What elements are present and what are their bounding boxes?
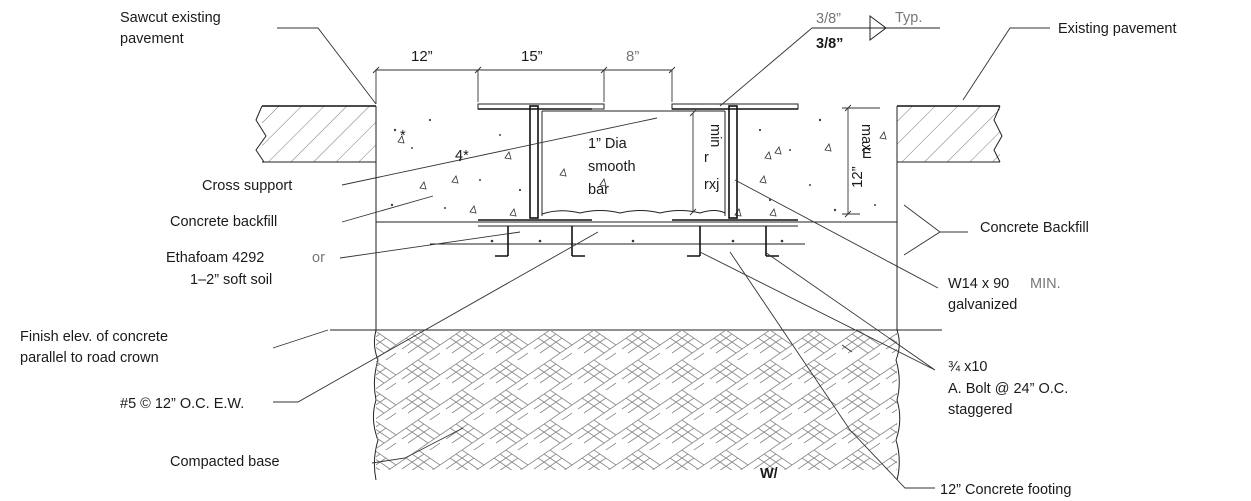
existing-pavement-right <box>897 105 1003 163</box>
label-finish-elev-1: Finish elev. of concrete <box>20 329 168 345</box>
label-bolt-2: A. Bolt @ 24” O.C. <box>948 381 1068 397</box>
dim-min: min <box>707 124 723 147</box>
label-finish-elev-2: parallel to road crown <box>20 350 159 366</box>
w14-beam-right <box>672 105 798 221</box>
aggregate-triangles <box>397 131 887 217</box>
min-dimension-line <box>689 109 697 216</box>
label-w14-1: W14 x 90 <box>948 276 1009 292</box>
label-dowel-2: smooth <box>588 159 636 175</box>
weld-bottom-size: 3/8” <box>816 36 843 52</box>
label-bolt-1: ¾ x10 <box>948 359 988 375</box>
label-existing-pavement: Existing pavement <box>1058 21 1176 37</box>
mark-star: * <box>400 128 406 144</box>
dim-8: 8” <box>626 48 639 65</box>
label-ethafoam-2: 1–2” soft soil <box>190 272 272 288</box>
label-cross-support: Cross support <box>202 178 292 194</box>
label-bolt-3: staggered <box>948 402 1013 418</box>
dim-r: r <box>704 150 709 166</box>
dim-xj: rxj <box>704 177 719 193</box>
weld-typ: Typ. <box>895 10 922 26</box>
depth-dimension-line <box>842 104 880 218</box>
footing-base <box>330 329 942 470</box>
label-compacted-base: Compacted base <box>170 454 280 470</box>
mark-four-star: 4* <box>455 148 469 164</box>
base-plate-row <box>430 225 805 257</box>
weld-top-size: 3/8” <box>816 11 841 27</box>
label-dowel-3: bar <box>588 182 609 198</box>
label-sawcut-2: pavement <box>120 31 184 47</box>
stray-mark: W/ <box>760 466 778 482</box>
dim-12: 12” <box>411 48 433 65</box>
label-footing: 12” Concrete footing <box>940 482 1071 498</box>
label-concrete-backfill-right: Concrete Backfill <box>980 220 1089 236</box>
top-dimension-line <box>372 66 676 104</box>
label-concrete-backfill-left: Concrete backfill <box>170 214 277 230</box>
label-sawcut-1: Sawcut existing <box>120 10 221 26</box>
existing-pavement-left <box>255 105 376 163</box>
label-w14-min: MIN. <box>1030 276 1061 292</box>
dim-15: 15” <box>521 48 543 65</box>
dim-e: E <box>862 146 872 162</box>
dim-depth: 12” <box>849 166 866 188</box>
label-w14-2: galvanized <box>948 297 1017 313</box>
dim-max: max <box>858 124 874 152</box>
label-ethafoam-1: Ethafoam 4292 <box>166 250 264 266</box>
label-dowel-1: 1” Dia <box>588 136 628 152</box>
label-ethafoam-or: or <box>312 250 325 266</box>
w14-beam-left <box>478 105 592 221</box>
leader-lines <box>272 27 1050 489</box>
weld-symbol: 3/8” 3/8” Typ. <box>719 10 940 107</box>
label-rebar: #5 © 12” O.C. E.W. <box>120 396 244 412</box>
